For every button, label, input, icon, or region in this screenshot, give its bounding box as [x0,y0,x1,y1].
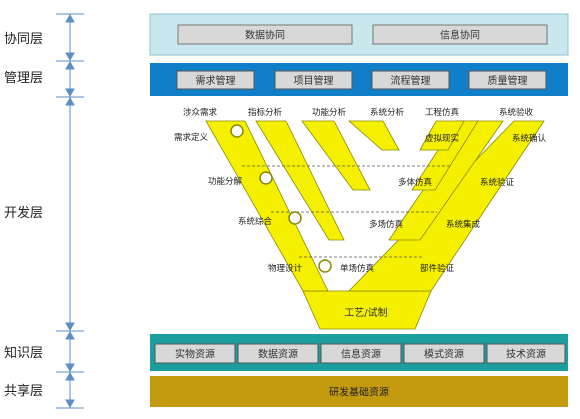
v-right-band-4 [419,120,465,151]
layer-label-share: 共享层 [4,383,43,399]
v-left-label-4: 物理设计 [268,263,303,274]
info-resource-box[interactable] [320,343,402,364]
v-left-band-1 [205,120,329,292]
layer-label-mgmt: 管理层 [4,71,43,86]
tech-resource-box[interactable] [486,343,566,364]
v-left-label-3: 系统综合 [238,216,273,227]
v-nodes [230,124,332,273]
flow-mgmt-box[interactable] [371,70,450,90]
info-collab-label: 信息协同 [440,29,480,42]
v-right-label-3: 多体仿真 [398,177,433,188]
v-left-band-3 [301,120,371,191]
node-sys-icon [288,211,302,225]
flow-mgmt-label: 流程管理 [391,74,431,87]
v-right-label-2: 系统确认 [512,133,547,144]
layer-label-knowledge: 知识层 [4,345,43,361]
v-right-label-8: 部件验证 [420,263,455,274]
layer-axis [56,13,84,409]
req-mgmt-label: 需求管理 [196,74,236,87]
pattern-resource-box[interactable] [403,343,485,364]
v-left-label-1: 需求定义 [174,132,209,143]
layer-label-collab: 协同层 [4,32,43,47]
proj-mgmt-box[interactable] [274,70,353,90]
data-resource-box[interactable] [237,343,319,364]
info-resource-label: 信息资源 [341,348,381,361]
layer-label-dev: 开发层 [4,205,43,221]
proj-mgmt-label: 项目管理 [294,74,334,87]
v-top-label-5: 工程仿真 [425,107,460,118]
req-mgmt-box[interactable] [176,70,255,90]
v-left-label-2: 功能分解 [208,176,243,187]
physical-resource-box[interactable] [154,343,236,364]
quality-mgmt-box[interactable] [468,70,547,90]
node-func-icon [259,171,273,185]
v-dashed-connectors [242,165,452,258]
v-right-label-7: 单场仿真 [340,263,375,274]
v-left-band-4 [347,120,400,151]
node-req-icon [230,124,244,138]
node-phys-icon [318,259,332,273]
v-top-label-4: 系统分析 [370,107,405,118]
v-bottom-label: 工艺/试制 [344,306,387,319]
v-right-label-5: 多场仿真 [369,219,404,230]
data-resource-label: 数据资源 [258,348,298,361]
quality-mgmt-label: 质量管理 [488,74,528,87]
info-collab-box[interactable] [372,24,548,45]
v-right-label-4: 系统验证 [480,177,515,188]
data-collab-label: 数据协同 [245,29,285,42]
data-collab-box[interactable] [177,24,353,45]
v-top-label-6: 系统验收 [499,107,534,118]
v-left-band-2 [255,120,345,241]
v-model [205,120,545,330]
v-top-label-1: 涉众需求 [183,107,218,118]
v-top-label-3: 功能分析 [312,107,347,118]
pattern-resource-label: 模式资源 [424,348,464,361]
v-right-label-1: 虚拟现实 [425,133,459,144]
physical-resource-label: 实物资源 [175,348,215,361]
share-layer-label: 研发基础资源 [329,386,389,399]
v-right-label-6: 系统集成 [446,219,481,230]
share-layer-panel[interactable] [150,376,568,407]
v-top-label-2: 指标分析 [248,107,283,118]
tech-resource-label: 技术资源 [506,348,546,361]
